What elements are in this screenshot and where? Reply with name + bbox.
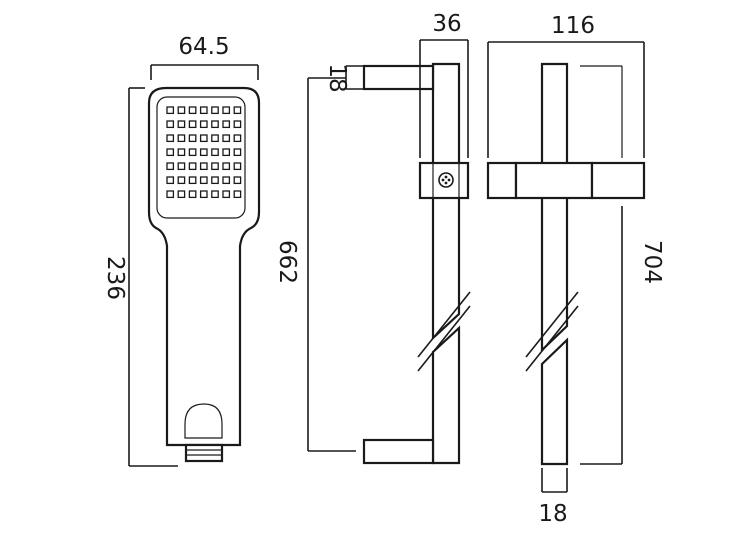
dim-handset-width-label: 64.5: [178, 34, 229, 60]
spray-nozzle: [177, 148, 186, 157]
top-wall-bracket-side: [362, 64, 435, 91]
spray-nozzle: [188, 190, 197, 199]
dim-arm-offset-label: 36: [432, 11, 461, 37]
dim-handset-length: 236: [102, 87, 178, 467]
rail-front-lower: [540, 337, 569, 466]
spray-nozzle: [188, 134, 197, 143]
spray-nozzle: [188, 120, 197, 129]
dim-bracket-width-label: 116: [551, 13, 595, 39]
spray-nozzle: [211, 190, 219, 199]
slider-front-left: [486, 161, 518, 200]
break-line: [417, 291, 471, 358]
slider-front-centre: [514, 161, 594, 200]
hose-connector-thread: [184, 443, 224, 463]
spray-nozzle: [199, 148, 208, 157]
spray-nozzle: [177, 134, 186, 143]
dim-rail-diameter: 18: [538, 468, 568, 527]
dim-bracket-width: 116: [487, 13, 645, 158]
break-line: [525, 305, 579, 372]
bottom-wall-bracket-side: [362, 438, 435, 465]
spray-nozzle: [166, 120, 175, 129]
spray-nozzle: [233, 148, 242, 157]
spray-nozzle: [233, 106, 242, 115]
spray-nozzle: [188, 148, 197, 157]
slider-knob-icon: [438, 172, 454, 188]
spray-nozzle: [233, 176, 242, 185]
rail-side-view: [362, 62, 471, 465]
spray-nozzle: [211, 162, 219, 171]
spray-nozzle: [199, 190, 208, 199]
dim-handset-length-label: 236: [102, 256, 128, 300]
spray-nozzle: [233, 162, 242, 171]
spray-nozzle: [188, 162, 197, 171]
spray-nozzle: [166, 134, 175, 143]
spray-nozzle: [222, 134, 231, 143]
rail-front-upper: [540, 62, 569, 353]
spray-nozzle: [211, 120, 219, 129]
dim-rail-diameter-label: 18: [538, 501, 567, 527]
spray-nozzle: [222, 148, 231, 157]
spray-nozzle: [233, 120, 242, 129]
break-line: [525, 291, 579, 358]
spray-nozzle: [199, 106, 208, 115]
spray-nozzle: [166, 106, 175, 115]
rail-side-upper: [431, 62, 461, 341]
spray-nozzle: [177, 120, 186, 129]
spray-nozzle: [166, 190, 175, 199]
spray-nozzle: [233, 190, 242, 199]
dim-rail-centres: 662: [274, 77, 356, 452]
rail-front-view: [486, 62, 646, 466]
break-line: [417, 305, 471, 372]
spray-nozzle: [199, 176, 208, 185]
rail-side-lower: [431, 325, 461, 465]
spray-nozzle: [233, 134, 242, 143]
spray-nozzle: [211, 106, 219, 115]
spray-nozzle: [199, 162, 208, 171]
spray-nozzle: [222, 162, 231, 171]
spray-nozzle: [211, 148, 219, 157]
spray-nozzle: [188, 106, 197, 115]
spray-nozzle: [166, 176, 175, 185]
dim-rail-length-label: 704: [639, 240, 665, 284]
dim-rail-length: 704: [580, 206, 665, 465]
spray-face: [156, 96, 246, 219]
spray-nozzle: [177, 162, 186, 171]
spray-nozzle: [166, 162, 175, 171]
spray-nozzle: [199, 120, 208, 129]
spray-nozzle: [222, 106, 231, 115]
dim-arm-offset: 36: [419, 11, 469, 158]
spray-nozzle: [177, 190, 186, 199]
spray-nozzle: [211, 176, 219, 185]
hose-connector-dome: [184, 403, 223, 439]
slider-front-right: [590, 161, 646, 200]
dim-rail-centres-label: 662: [274, 240, 300, 284]
spray-nozzle: [188, 176, 197, 185]
spray-nozzle: [199, 134, 208, 143]
handset-outline: [147, 86, 261, 447]
spray-nozzle: [211, 134, 219, 143]
handset-front-view: [147, 86, 261, 463]
spray-nozzle: [177, 176, 186, 185]
spray-nozzle: [222, 120, 231, 129]
spray-nozzle: [166, 148, 175, 157]
dim-handset-width: 64.5: [150, 34, 259, 80]
spray-nozzle: [177, 106, 186, 115]
spray-nozzle: [222, 176, 231, 185]
spray-nozzle: [222, 190, 231, 199]
nozzle-grid: [166, 106, 242, 199]
